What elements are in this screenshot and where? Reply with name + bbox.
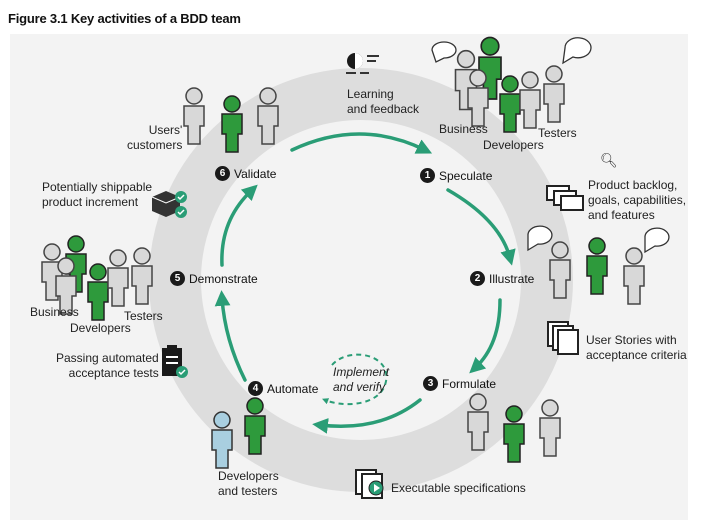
person-icon <box>623 247 645 305</box>
step-demonstrate: 5 Demonstrate <box>170 271 258 286</box>
step-label: Formulate <box>442 376 497 391</box>
arrow-speculate-to-illustrate <box>446 188 516 266</box>
people-illustrate <box>527 225 670 305</box>
people-demonstrate <box>41 235 153 321</box>
box-check-icon <box>151 191 187 218</box>
step-number: 1 <box>420 168 435 183</box>
arrow-automate-to-demonstrate <box>214 290 247 382</box>
role-business-left: Business <box>30 305 79 319</box>
user-stories-icon <box>547 321 579 355</box>
step-formulate: 3 Formulate <box>423 376 496 391</box>
step-label: Speculate <box>439 168 493 183</box>
zoom-in-icon[interactable]: 🔍︎ <box>600 152 618 168</box>
person-icon <box>257 87 279 145</box>
role-testers: Testers <box>538 126 577 140</box>
people-automate <box>211 397 266 469</box>
arrow-illustrate-to-formulate <box>469 298 502 374</box>
step-number: 4 <box>248 381 263 396</box>
person-icon <box>183 87 205 145</box>
speech-bubble-icon <box>562 37 592 65</box>
step-label: Illustrate <box>489 271 535 286</box>
role-developers: Developers <box>483 138 544 152</box>
step-label: Demonstrate <box>189 271 258 286</box>
person-icon <box>519 71 541 129</box>
speech-bubble-icon <box>644 227 670 254</box>
role-testers-left: Testers <box>124 309 163 323</box>
person-icon <box>467 393 489 451</box>
cycle-arrows <box>214 132 516 434</box>
speech-bubble-icon <box>527 225 553 252</box>
person-icon <box>221 95 243 153</box>
role-developers-left: Developers <box>70 321 131 335</box>
backlog-label: Product backlog,goals, capabilities,and … <box>588 178 687 222</box>
step-number: 6 <box>215 166 230 181</box>
person-icon <box>211 411 233 469</box>
person-icon <box>55 257 77 315</box>
users-customers-label: Users'customers <box>127 123 183 152</box>
clipboard-check-icon <box>162 345 188 378</box>
person-icon <box>244 397 266 455</box>
arrow-validate-to-speculate <box>290 132 433 154</box>
person-icon <box>503 405 525 463</box>
figure-title: Figure 3.1 Key activities of a BDD team <box>8 11 241 26</box>
executable-specs-label: Executable specifications <box>391 481 526 495</box>
person-icon <box>543 65 565 123</box>
role-business: Business <box>439 122 488 136</box>
person-icon <box>499 75 521 133</box>
step-speculate: 1 Speculate <box>420 168 492 183</box>
people-top-right <box>431 36 592 133</box>
person-icon <box>539 399 561 457</box>
step-illustrate: 2 Illustrate <box>470 271 534 286</box>
person-icon <box>549 241 571 299</box>
implement-verify-loop <box>322 353 388 406</box>
step-number: 3 <box>423 376 438 391</box>
person-icon <box>586 237 608 295</box>
step-number: 2 <box>470 271 485 286</box>
person-icon <box>87 263 109 321</box>
step-label: Validate <box>234 166 277 181</box>
people-formulate <box>467 393 561 463</box>
learning-feedback-icon <box>346 53 379 74</box>
arrow-demonstrate-to-validate <box>220 184 258 267</box>
person-icon <box>131 247 153 305</box>
person-icon <box>107 249 129 307</box>
step-automate: 4 Automate <box>248 381 318 396</box>
step-validate: 6 Validate <box>215 166 276 181</box>
speech-bubble-icon <box>431 41 457 63</box>
people-validate <box>183 87 279 153</box>
step-label: Automate <box>267 381 319 396</box>
person-icon <box>467 69 489 127</box>
executable-spec-icon <box>355 469 384 499</box>
documents-stack-icon <box>546 185 584 211</box>
arrow-formulate-to-automate <box>312 398 422 434</box>
step-number: 5 <box>170 271 185 286</box>
